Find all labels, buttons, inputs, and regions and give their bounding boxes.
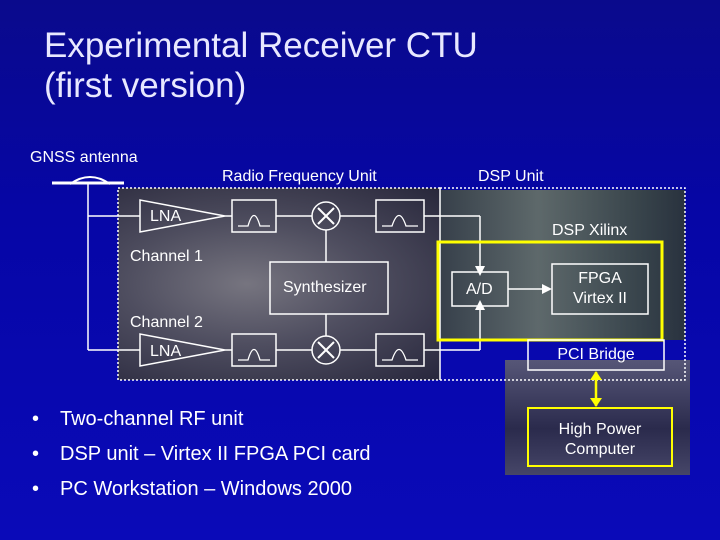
fpga-label-line-1: FPGA [578, 270, 622, 287]
computer-label-line-2: Computer [564, 441, 636, 458]
dsp-unit-box [439, 187, 686, 381]
lna-top-label: LNA [150, 208, 182, 225]
dsp-xilinx-label: DSP Xilinx [552, 222, 628, 239]
ad-label: A/D [466, 281, 493, 298]
slide-title: Experimental Receiver CTU (first version… [44, 26, 478, 106]
rf-unit-label: Radio Frequency Unit [222, 168, 377, 185]
synthesizer-label: Synthesizer [283, 279, 367, 296]
fpga-label: FPGA Virtex II [552, 269, 648, 309]
title-line-2: (first version) [44, 66, 247, 105]
pci-bridge-label: PCI Bridge [557, 346, 635, 363]
pci-bridge-box [527, 339, 665, 371]
bullet-list: •Two-channel RF unit •DSP unit – Virtex … [32, 402, 371, 507]
dsp-card-photo [440, 190, 685, 340]
title-line-1: Experimental Receiver CTU [44, 26, 478, 65]
antenna-label: GNSS antenna [30, 149, 138, 166]
bullet-text: PC Workstation – Windows 2000 [60, 478, 352, 500]
rf-board-photo [118, 188, 440, 380]
bullet-item: •PC Workstation – Windows 2000 [32, 478, 352, 500]
fpga-label-line-2: Virtex II [573, 290, 627, 307]
lna-bottom-label: LNA [150, 343, 182, 360]
computer-box [527, 407, 673, 467]
lna-bottom-amplifier [139, 333, 226, 367]
dsp-unit-label: DSP Unit [478, 168, 544, 185]
fpga-box [551, 263, 649, 315]
bullet-text: DSP unit – Virtex II FPGA PCI card [60, 443, 371, 465]
lna-top-amplifier [139, 199, 226, 233]
bullet-text: Two-channel RF unit [60, 408, 244, 430]
computer-label-line-1: High Power [558, 421, 642, 438]
channel-1-label: Channel 1 [130, 248, 203, 265]
synthesizer-box [269, 261, 389, 315]
bullet-item: •Two-channel RF unit [32, 408, 244, 430]
channel-2-label: Channel 2 [130, 314, 203, 331]
bullet-item: •DSP unit – Virtex II FPGA PCI card [32, 443, 371, 465]
computer-label: High Power Computer [528, 420, 672, 460]
